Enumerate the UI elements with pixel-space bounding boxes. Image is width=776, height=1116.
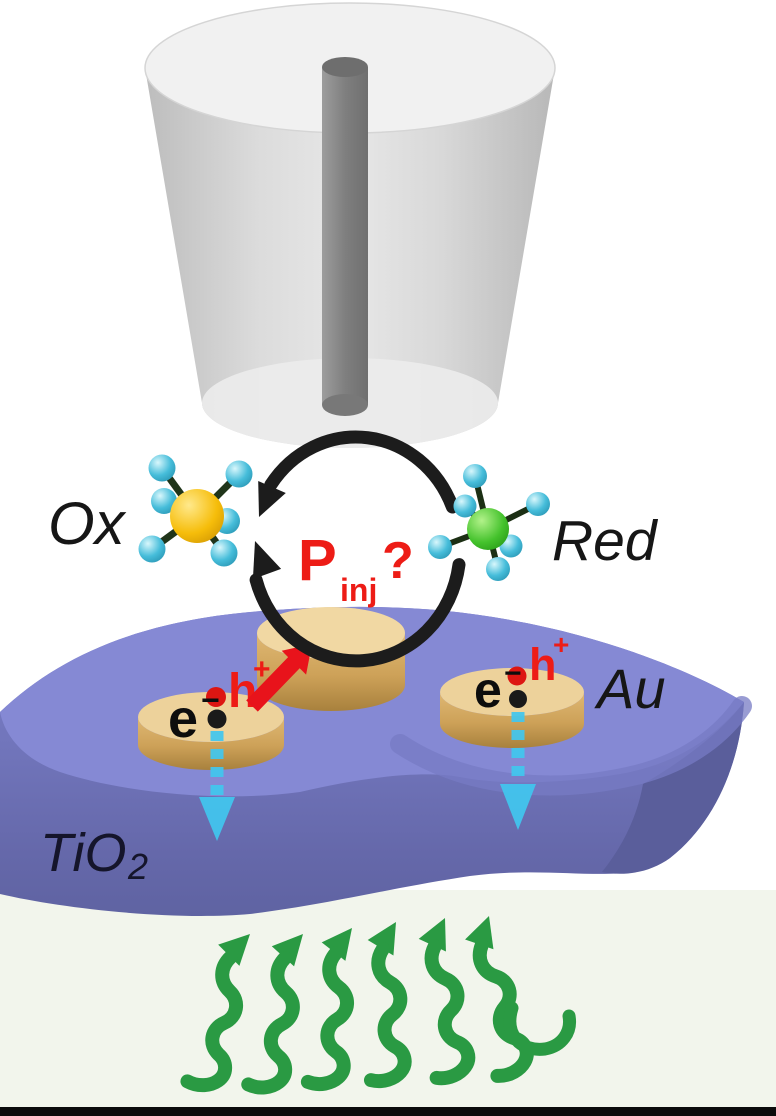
red-label: Red bbox=[552, 509, 659, 573]
secm-tip-pipette bbox=[144, 2, 556, 448]
illumination-background-tint bbox=[0, 890, 776, 1107]
electron-hole-pair-right: e− h+ bbox=[474, 629, 569, 718]
electron-hole-pair-left: e− h+ bbox=[168, 653, 271, 749]
electron-label: e− bbox=[168, 682, 220, 749]
au-label: Au bbox=[594, 657, 666, 720]
cycle-arrowhead-lower bbox=[252, 541, 282, 580]
wavy-light-arrow-tail bbox=[503, 1001, 577, 1056]
cycle-arrowhead-upper bbox=[258, 481, 286, 517]
red-center-atom bbox=[467, 508, 509, 550]
hot-carrier-injection-arrow bbox=[246, 644, 312, 712]
hole-dot bbox=[507, 666, 527, 686]
electrode-wire bbox=[322, 57, 368, 416]
hole-dot bbox=[206, 687, 226, 707]
electron-dot bbox=[509, 690, 527, 708]
ox-label: Ox bbox=[48, 490, 127, 557]
electron-transfer-arrow-right bbox=[500, 712, 536, 830]
ox-center-atom bbox=[170, 489, 224, 543]
light-wave-arrows bbox=[187, 916, 577, 1090]
electron-label: e− bbox=[474, 657, 522, 718]
electron-transfer-arrow-left bbox=[199, 731, 235, 841]
redox-cycle-arrow bbox=[249, 430, 466, 668]
hole-label: h+ bbox=[529, 629, 569, 690]
ox-molecule bbox=[138, 454, 253, 567]
cycle-arc-top bbox=[264, 430, 459, 514]
tio2-label: TiO2 bbox=[40, 823, 148, 887]
bottom-bar bbox=[0, 1107, 776, 1116]
hole-label: h+ bbox=[228, 653, 271, 718]
cycle-arc-bottom bbox=[249, 558, 466, 668]
substrate-fold-shading bbox=[390, 696, 752, 796]
red-molecule bbox=[428, 464, 550, 581]
electron-dot bbox=[207, 709, 227, 729]
